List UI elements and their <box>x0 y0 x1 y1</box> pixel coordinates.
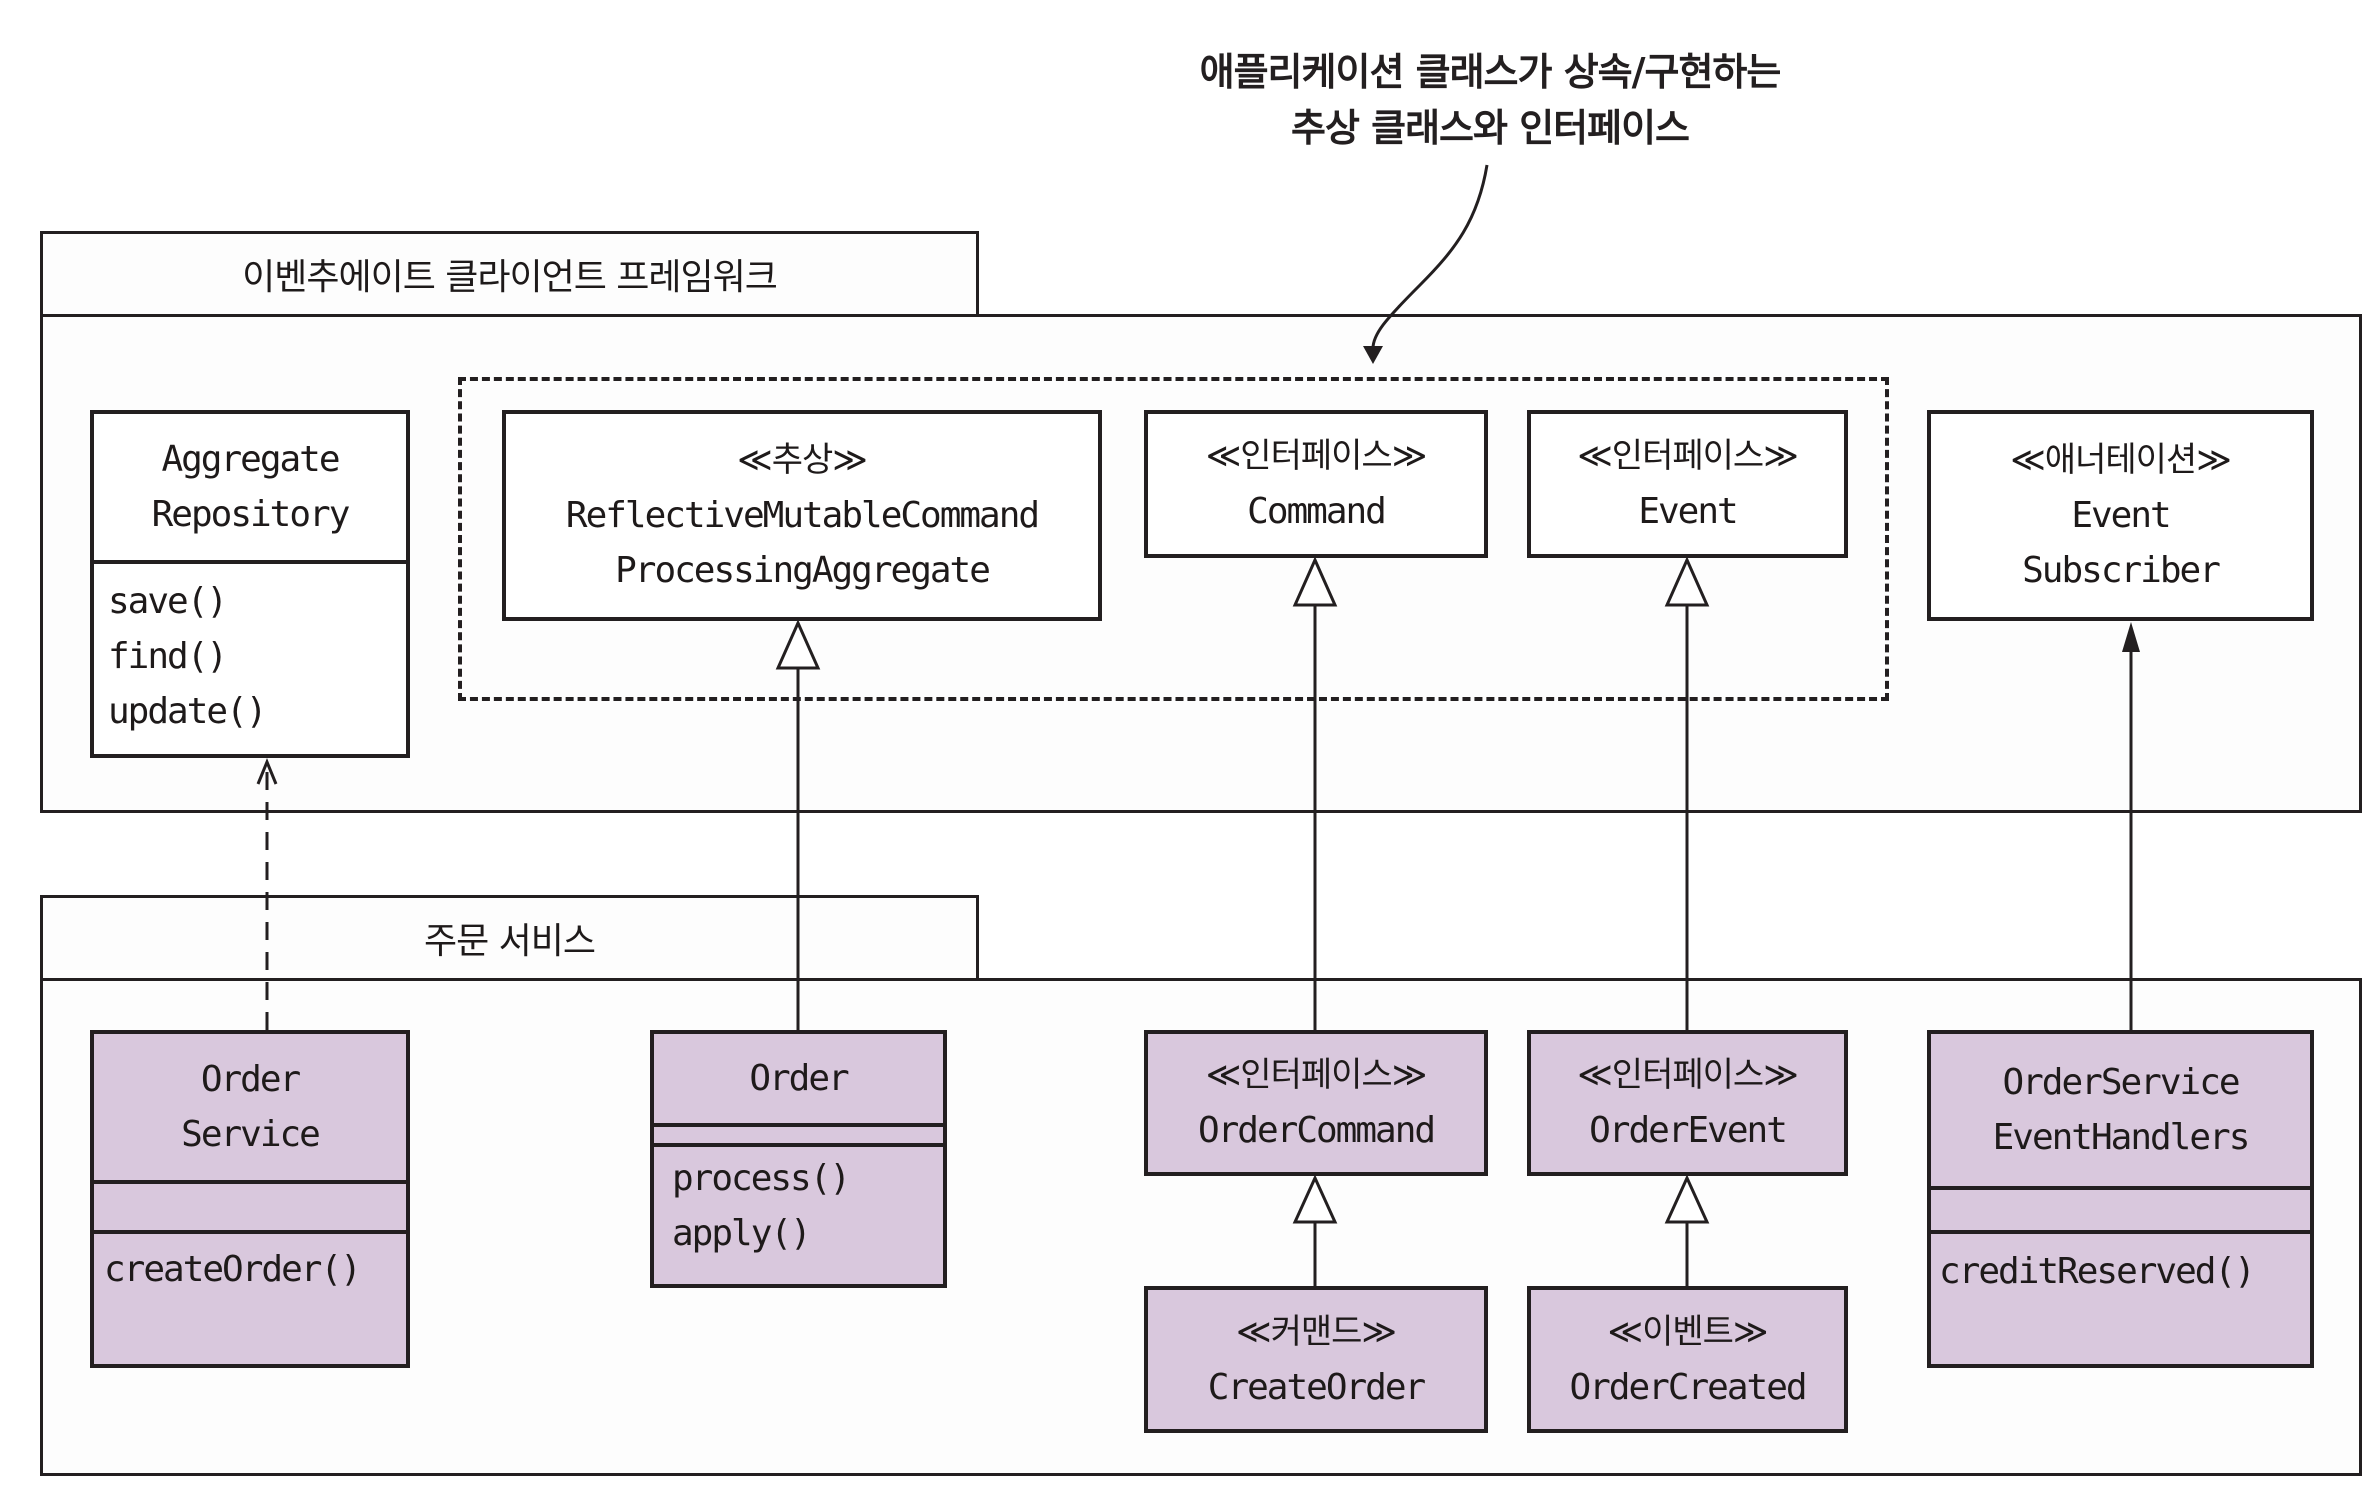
class-name-section: ≪애너테이션≫ Event Subscriber <box>1931 414 2310 617</box>
class-name-section: ≪추상≫ ReflectiveMutableCommand Processing… <box>506 414 1098 617</box>
class-name: Command <box>1247 491 1387 532</box>
class-name-section: Aggregate Repository <box>94 414 406 560</box>
operations-section: createOrder() <box>94 1230 406 1364</box>
framework-package-title: 이벤추에이트 클라이언트 프레임워크 <box>242 257 778 298</box>
class-name-section: ≪인터페이스≫ OrderEvent <box>1531 1034 1844 1172</box>
attributes-section <box>94 1180 406 1230</box>
annotation-arrow <box>1371 164 1489 351</box>
class-name-section: ≪인터페이스≫ Event <box>1531 414 1844 554</box>
framework-package-tab: 이벤추에이트 클라이언트 프레임워크 <box>40 231 979 317</box>
operation: process() <box>672 1158 851 1199</box>
class-name: CreateOrder <box>1207 1366 1426 1408</box>
class-name: Service <box>181 1114 321 1155</box>
stereotype: ≪애너테이션≫ <box>2010 440 2232 480</box>
inheritance-triangle-icon <box>1292 556 1338 607</box>
class-order-service-event-handlers[interactable]: OrderService EventHandlers creditReserve… <box>1927 1030 2314 1368</box>
operation: createOrder() <box>104 1249 362 1290</box>
stereotype: ≪인터페이스≫ <box>1577 1055 1799 1095</box>
class-order-command[interactable]: ≪인터페이스≫ OrderCommand <box>1144 1030 1488 1176</box>
class-name: Order <box>200 1059 301 1100</box>
class-name: EventHandlers <box>1992 1117 2251 1158</box>
class-name: OrderService <box>2002 1062 2240 1103</box>
class-name: OrderCommand <box>1197 1110 1436 1151</box>
inheritance-triangle-icon <box>1664 1174 1710 1224</box>
open-arrowhead-icon <box>256 758 278 785</box>
class-command[interactable]: ≪인터페이스≫ Command <box>1144 410 1488 558</box>
class-order-event[interactable]: ≪인터페이스≫ OrderEvent <box>1527 1030 1848 1176</box>
class-name: Order <box>749 1058 849 1099</box>
stereotype: ≪이벤트≫ <box>1607 1311 1768 1352</box>
annotation-line-2: 추상 클래스와 인터페이스 <box>1290 106 1690 150</box>
class-aggregate-repository[interactable]: Aggregate Repository save() find() updat… <box>90 410 410 758</box>
class-name: Event <box>2071 495 2171 536</box>
annotation-line-1: 애플리케이션 클래스가 상속/구현하는 <box>1199 50 1782 94</box>
order-service-package-tab: 주문 서비스 <box>40 895 979 981</box>
class-name: Event <box>1638 491 1738 532</box>
class-name-section: OrderService EventHandlers <box>1931 1034 2310 1186</box>
class-create-order[interactable]: ≪커맨드≫ CreateOrder <box>1144 1286 1488 1433</box>
annotation-arrowhead-icon <box>1363 346 1383 364</box>
class-name-section: ≪인터페이스≫ Command <box>1148 414 1484 554</box>
class-name-section: ≪커맨드≫ CreateOrder <box>1148 1290 1484 1429</box>
operation: update() <box>108 691 267 732</box>
operation: save() <box>108 581 228 622</box>
class-name: Subscriber <box>2022 550 2221 591</box>
operations-section: save() find() update() <box>94 560 406 754</box>
order-service-package-title: 주문 서비스 <box>423 921 596 962</box>
filled-arrowhead-icon <box>2122 622 2140 652</box>
base-types-group <box>458 377 1889 701</box>
class-order[interactable]: Order process() apply() <box>650 1030 947 1288</box>
class-event-subscriber[interactable]: ≪애너테이션≫ Event Subscriber <box>1927 410 2314 621</box>
class-name-section: Order Service <box>94 1034 406 1180</box>
class-name: OrderEvent <box>1589 1110 1788 1151</box>
class-name: OrderCreated <box>1569 1366 1807 1408</box>
annotation-text: 애플리케이션 클래스가 상속/구현하는 추상 클래스와 인터페이스 <box>1040 44 1940 156</box>
inheritance-triangle-icon <box>775 619 821 670</box>
attributes-section <box>654 1123 943 1143</box>
stereotype: ≪인터페이스≫ <box>1577 436 1799 476</box>
class-order-created[interactable]: ≪이벤트≫ OrderCreated <box>1527 1286 1848 1433</box>
stereotype: ≪추상≫ <box>737 440 868 480</box>
stereotype: ≪인터페이스≫ <box>1205 436 1428 476</box>
class-name: Aggregate <box>161 439 340 480</box>
class-name: Repository <box>151 494 351 535</box>
inheritance-triangle-icon <box>1664 556 1710 607</box>
class-name: ProcessingAggregate <box>615 550 991 591</box>
operation: apply() <box>672 1213 812 1254</box>
attributes-section <box>1931 1186 2310 1230</box>
operations-section: process() apply() <box>654 1143 943 1284</box>
stereotype: ≪인터페이스≫ <box>1205 1055 1428 1095</box>
class-reflective-mutable-command-processing-aggregate[interactable]: ≪추상≫ ReflectiveMutableCommand Processing… <box>502 410 1102 621</box>
operations-section: creditReserved() <box>1931 1230 2310 1364</box>
class-name-section: ≪이벤트≫ OrderCreated <box>1531 1290 1844 1429</box>
inheritance-triangle-icon <box>1292 1174 1338 1224</box>
class-name: ReflectiveMutableCommand <box>565 495 1040 536</box>
class-event[interactable]: ≪인터페이스≫ Event <box>1527 410 1848 558</box>
operation: find() <box>108 636 228 677</box>
class-name-section: Order <box>654 1034 943 1123</box>
class-order-service[interactable]: Order Service createOrder() <box>90 1030 410 1368</box>
operation: creditReserved() <box>1939 1251 2256 1292</box>
stereotype: ≪커맨드≫ <box>1235 1311 1397 1352</box>
class-name-section: ≪인터페이스≫ OrderCommand <box>1148 1034 1484 1172</box>
